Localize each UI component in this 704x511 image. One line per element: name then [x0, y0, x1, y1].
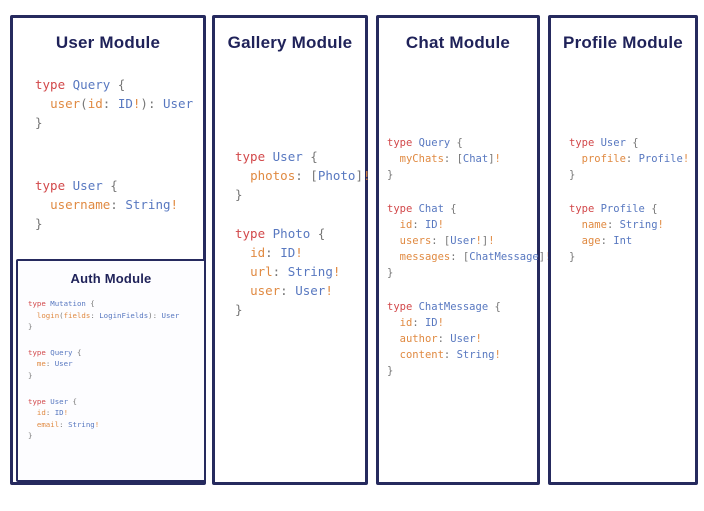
panel-profile-module[interactable]: Profile Module type User { profile: Prof… — [548, 15, 698, 485]
code-block-gallery-photo: type Photo { id: ID! url: String! user: … — [235, 226, 341, 317]
code-block-chat-chat: type Chat { id: ID! users: [User!]! mess… — [387, 203, 551, 279]
panel-title-auth-module: Auth Module — [70, 271, 152, 286]
code-block-gallery-user: type User { photos: [Photo]! } — [235, 149, 371, 202]
code-block-profile-profile: type Profile { name: String! age: Int } — [569, 203, 664, 263]
code-block-profile-user: type User { profile: Profile! } — [569, 137, 690, 181]
panel-title-gallery-module: Gallery Module — [227, 33, 353, 52]
panel-title-user-module: User Module — [55, 33, 161, 52]
panel-auth-module[interactable]: Auth Module type Mutation { login(fields… — [16, 259, 206, 482]
code-block-auth-query: type Query { me: User } — [28, 347, 82, 380]
code-block-user-query: type Query { user(id: ID!): User } — [35, 77, 194, 130]
code-block-auth-user: type User { id: ID! email: String! } — [28, 396, 100, 441]
code-block-chat-query: type Query { myChats: [Chat]! } — [387, 137, 501, 181]
code-block-chat-chatmessage: type ChatMessage { id: ID! author: User!… — [387, 301, 501, 377]
panel-title-profile-module: Profile Module — [563, 33, 683, 52]
panel-user-module[interactable]: User Module type Query { user(id: ID!): … — [10, 15, 206, 485]
panel-title-chat-module: Chat Module — [405, 33, 511, 52]
code-block-user-type: type User { username: String! } — [35, 178, 179, 231]
panel-chat-module[interactable]: Chat Module type Query { myChats: [Chat]… — [376, 15, 551, 485]
panel-gallery-module[interactable]: Gallery Module type User { photos: [Phot… — [212, 15, 371, 485]
code-block-auth-mutation: type Mutation { login(fields: LoginField… — [28, 299, 180, 332]
